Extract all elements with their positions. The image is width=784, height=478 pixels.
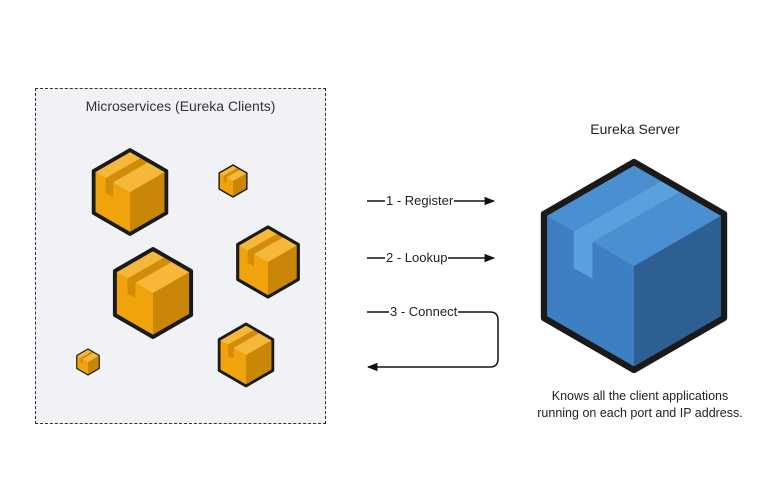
- server-description-line: running on each port and IP address.: [537, 406, 743, 420]
- client-box-icon: [112, 247, 194, 339]
- client-box-icon: [91, 148, 169, 236]
- client-box-icon: [218, 164, 248, 198]
- client-box-icon: [236, 225, 300, 299]
- lookup-label: 2 - Lookup: [385, 250, 449, 265]
- microservices-title: Microservices (Eureka Clients): [85, 98, 276, 114]
- server-title: Eureka Server: [590, 121, 680, 137]
- register-label: 1 - Register: [385, 193, 455, 208]
- connect-label: 3 - Connect: [389, 304, 459, 319]
- client-box-icon: [76, 348, 100, 376]
- server-description: Knows all the client applications runnin…: [520, 388, 760, 422]
- client-box-icon: [217, 322, 275, 388]
- server-box-icon: [544, 162, 724, 370]
- server-description-line: Knows all the client applications: [551, 389, 729, 403]
- connect-arrow: [366, 311, 499, 372]
